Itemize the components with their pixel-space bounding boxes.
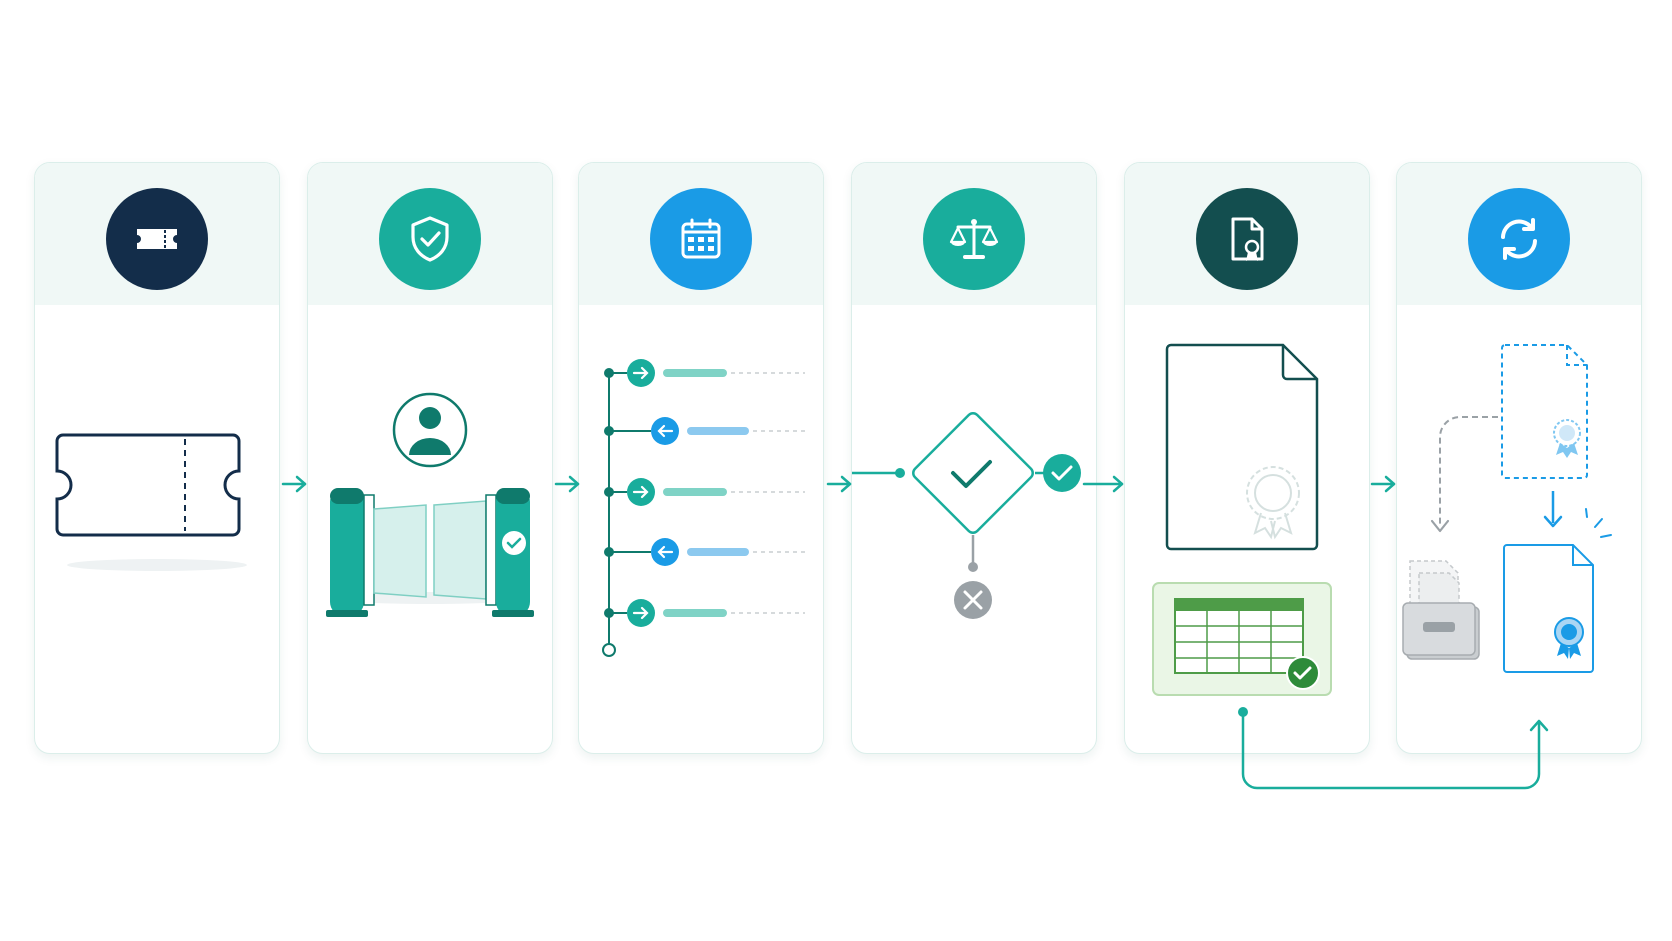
spreadsheet-icon bbox=[1174, 598, 1304, 674]
certificate-seal-icon bbox=[1246, 466, 1300, 540]
access-gate-scene bbox=[308, 305, 552, 753]
stage-card-decision bbox=[851, 162, 1097, 754]
arrow-icon bbox=[281, 475, 307, 493]
stage-card-ticket bbox=[34, 162, 280, 754]
timeline-row-in bbox=[604, 538, 805, 566]
stage-card-timeline bbox=[578, 162, 824, 754]
sparkle-icon bbox=[1585, 508, 1612, 538]
calendar-badge bbox=[650, 188, 752, 290]
archive-box-icon bbox=[1402, 560, 1480, 660]
ticket-outline bbox=[55, 433, 241, 537]
arrow-icon bbox=[554, 475, 580, 493]
stage-card-certificate bbox=[1124, 162, 1370, 754]
turnstile-gate bbox=[326, 488, 534, 617]
calendar-icon bbox=[681, 218, 721, 259]
user-avatar-icon bbox=[392, 392, 468, 468]
sync-icon bbox=[1501, 218, 1537, 260]
certificate-document bbox=[1165, 343, 1319, 551]
arrow-icon bbox=[1370, 475, 1396, 493]
ticket-badge bbox=[106, 188, 208, 290]
document-badge bbox=[1196, 188, 1298, 290]
gate-check-icon bbox=[502, 531, 526, 555]
timeline-row-out bbox=[604, 359, 805, 387]
draft-seal-icon bbox=[1553, 419, 1581, 458]
document-certificate-icon bbox=[1231, 217, 1264, 261]
approved-check-icon bbox=[1043, 454, 1081, 492]
shield-check-icon bbox=[411, 216, 449, 262]
ticket-icon bbox=[137, 229, 177, 249]
decision-scene bbox=[852, 305, 1096, 753]
certificate-scene bbox=[1125, 305, 1369, 753]
scales-badge bbox=[923, 188, 1025, 290]
renewal-scene bbox=[1397, 305, 1641, 753]
timeline-row-in bbox=[604, 417, 805, 445]
timeline-scene bbox=[579, 305, 823, 753]
stage-card-access-gate bbox=[307, 162, 553, 754]
timeline-row-out bbox=[604, 478, 805, 506]
renewed-seal-icon bbox=[1554, 617, 1584, 659]
stage-card-renewal bbox=[1396, 162, 1642, 754]
shield-badge bbox=[379, 188, 481, 290]
ticket-scene bbox=[35, 305, 279, 753]
decision-diamond bbox=[912, 412, 1034, 534]
timeline-row-out bbox=[604, 599, 805, 627]
arrow-icon bbox=[826, 475, 852, 493]
scales-icon bbox=[949, 219, 999, 259]
sync-badge bbox=[1468, 188, 1570, 290]
